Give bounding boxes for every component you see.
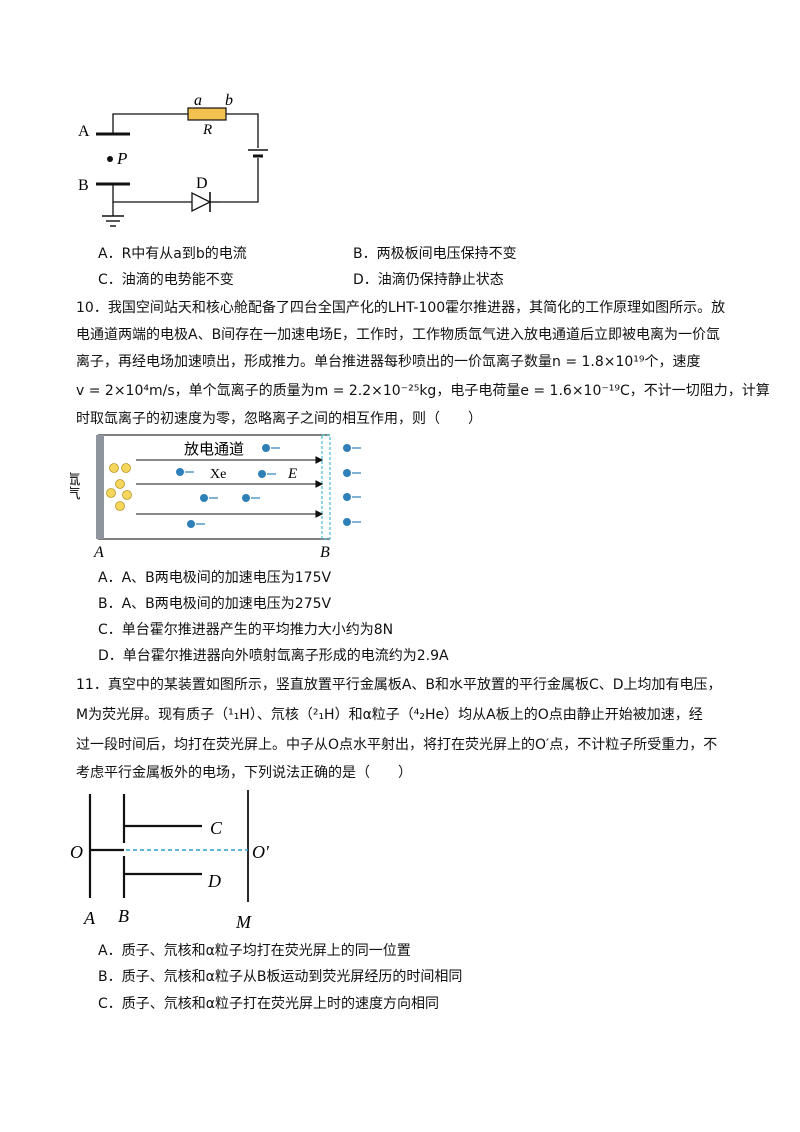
q9-option-b: B．两极板间电压保持不变 [353,246,517,262]
label-e: E [287,466,297,482]
q11-stem-line-4: 考虑平行金属板外的电场，下列说法正确的是（ ） [76,765,412,781]
q10-option-b: B．A、B两电极间的加速电压为275V [98,596,332,612]
q10-stem-line-2: 电通道两端的电极A、B间存在一加速电场E，工作时，工作物质氙气进入放电通道后立即… [76,327,721,343]
label-a-lower: a [194,92,202,109]
electrode-a [96,435,104,539]
label-r: R [202,122,212,138]
electrode-b [321,434,331,540]
q9-option-d: D．油滴仍保持静止状态 [353,272,504,288]
q10-option-c: C．单台霍尔推进器产生的平均推力大小约为8N [98,622,394,638]
q11-option-c: C．质子、氘核和α粒子打在荧光屏上时的速度方向相同 [98,996,440,1012]
q11-stem-line-1: 11．真空中的某装置如图所示，竖直放置平行金属板A、B和水平放置的平行金属板C、… [76,677,722,693]
resistor-r [187,107,227,121]
q9-circuit-figure: A B P D a b R [78,92,268,227]
q11-stem-line-2: M为荧光屏。现有质子（¹₁H）、氘核（²₁H）和α粒子（⁴₂He）均从A板上的O… [76,707,703,723]
label-c: C [210,818,223,838]
q10-thruster-figure: 放电通道 Xe E 氙气 A B [70,434,361,560]
label-b: B [78,177,89,194]
label-m: M [235,912,252,932]
label-d: D [196,175,208,192]
label-electrode-a: A [93,544,104,560]
q10-stem-line-1: 10．我国空间站天和核心舱配备了四台全国产化的LHT-100霍尔推进器，其简化的… [76,300,726,316]
label-xe: Xe [210,467,226,482]
q9-option-c: C．油滴的电势能不变 [98,272,234,288]
q10-option-d: D．单台霍尔推进器向外喷射氙离子形成的电流约为2.9A [98,648,449,664]
xenon-ions [176,444,351,528]
q11-option-a: A．质子、氘核和α粒子均打在荧光屏上的同一位置 [98,943,411,959]
diode-d [191,191,212,213]
label-o: O [70,842,83,862]
q10-option-a: A．A、B两电极间的加速电压为175V [98,570,332,586]
label-b: B [118,906,129,926]
label-electrode-b: B [320,544,330,560]
q11-option-b: B．质子、氘核和α粒子从B板运动到荧光屏经历的时间相同 [98,969,463,985]
label-d: D [207,871,221,891]
label-p: P [116,149,127,168]
label-a: A [78,123,90,140]
q9-option-a: A．R中有从a到b的电流 [98,246,247,262]
label-o-prime: O′ [252,842,270,862]
q11-stem-line-3: 过一段时间后，均打在荧光屏上。中子从O点水平射出，将打在荧光屏上的O′点，不计粒… [76,737,718,753]
q11-apparatus-figure: O O′ C D A B M [70,790,270,932]
q10-stem-line-5: 时取氙离子的初速度为零，忽略离子之间的相互作用，则（ ） [76,411,482,427]
label-gas: 氙气 [70,472,81,500]
q10-stem-line-3: 离子，再经电场加速喷出，形成推力。单台推进器每秒喷出的一价氙离子数量n = 1.… [76,354,701,370]
label-a: A [83,908,96,928]
xenon-atoms [106,463,132,511]
q10-stem-line-4: v = 2×10⁴m/s，单个氙离子的质量为m = 2.2×10⁻²⁵kg，电子… [76,383,770,399]
point-p [107,156,113,162]
label-b-lower: b [225,92,233,109]
label-channel: 放电通道 [184,441,244,458]
